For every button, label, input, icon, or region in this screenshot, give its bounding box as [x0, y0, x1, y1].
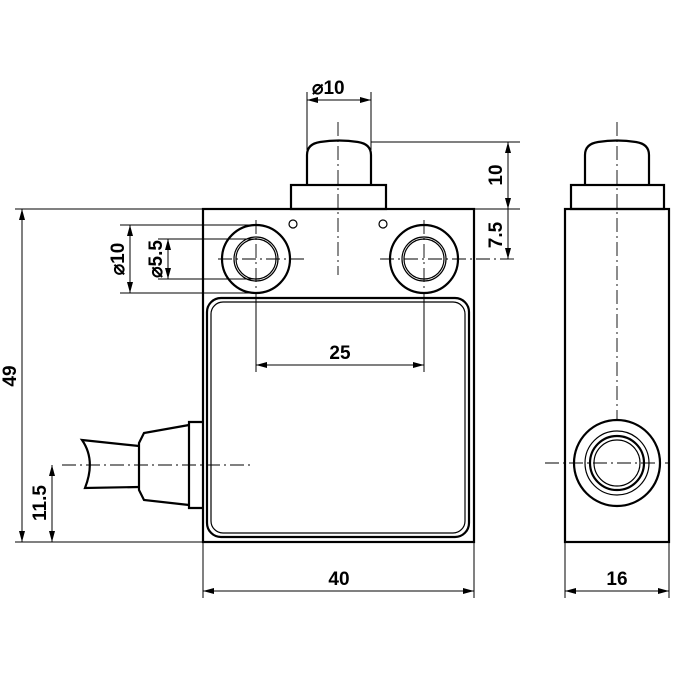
label-counterbore-diameter: ⌀10 — [108, 243, 129, 276]
label-body-width: 40 — [328, 569, 349, 590]
dim-plunger-diameter: ⌀10 — [306, 78, 372, 150]
dim-plunger-height: 10 — [371, 141, 520, 210]
pin-hole-left — [288, 219, 298, 229]
dim-body-height: 49 — [0, 208, 203, 543]
dim-body-depth: 16 — [564, 542, 670, 598]
label-hole-offset: 7.5 — [486, 221, 507, 248]
label-plunger-height: 10 — [486, 164, 507, 185]
dim-hole-diameter: ⌀5.5 — [146, 238, 256, 280]
plunger-button — [305, 139, 373, 185]
dim-cable-height: 11.5 — [30, 465, 55, 542]
dim-counterbore-diameter: ⌀10 — [108, 224, 256, 294]
label-plunger-diameter: ⌀10 — [312, 78, 345, 99]
pin-hole-right — [378, 219, 388, 229]
front-view — [62, 122, 515, 544]
label-hole-spacing: 25 — [329, 343, 351, 364]
dim-body-width: 40 — [202, 542, 475, 598]
label-hole-diameter: ⌀5.5 — [146, 240, 167, 278]
side-view — [545, 122, 671, 544]
label-body-height: 49 — [0, 365, 21, 386]
dim-hole-offset: 7.5 — [486, 209, 511, 259]
front-cover-inner — [210, 301, 466, 534]
front-cover-outer — [205, 296, 471, 539]
dim-hole-spacing: 25 — [255, 298, 425, 372]
label-body-depth: 16 — [606, 569, 627, 590]
side-plunger-base — [569, 183, 666, 211]
label-cable-height: 11.5 — [30, 485, 51, 521]
plunger-base — [289, 183, 388, 211]
